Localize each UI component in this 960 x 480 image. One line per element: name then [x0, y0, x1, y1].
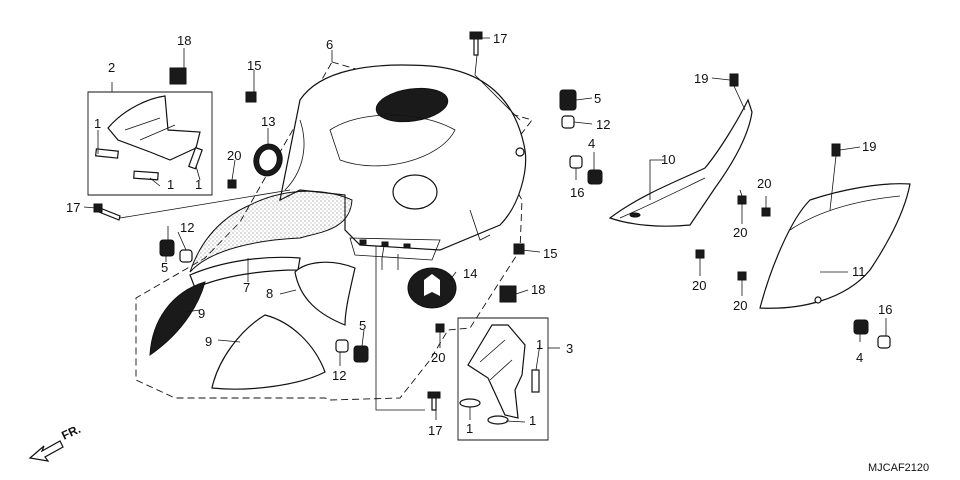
- callout-12: 12: [332, 368, 346, 383]
- knee-pad-left-part-9: [149, 281, 206, 356]
- callout-9: 9: [198, 306, 205, 321]
- callout-5: 5: [594, 91, 601, 106]
- callout-17: 17: [66, 200, 80, 215]
- callout-18: 18: [531, 282, 545, 297]
- knee-pad-part-9: [211, 314, 326, 390]
- callout-5: 5: [161, 260, 168, 275]
- callout-4: 4: [588, 136, 595, 151]
- callout-10: 10: [661, 152, 675, 167]
- bracket-part-3: [459, 324, 540, 425]
- callout-17: 17: [428, 423, 442, 438]
- side-panel-part-11: [759, 183, 911, 309]
- callout-20: 20: [431, 350, 445, 365]
- callout-1: 1: [529, 413, 536, 428]
- callout-13: 13: [261, 114, 275, 129]
- group-box-part-2: [87, 91, 213, 196]
- group-box-part-3: [457, 317, 549, 441]
- callout-20: 20: [757, 176, 771, 191]
- callout-1: 1: [167, 177, 174, 192]
- front-direction-label: FR.: [59, 422, 82, 443]
- grommet-part-13: [253, 143, 283, 177]
- callout-1: 1: [94, 116, 101, 131]
- callout-20: 20: [692, 278, 706, 293]
- callout-16: 16: [878, 302, 892, 317]
- callout-1: 1: [466, 421, 473, 436]
- drawing-code: MJCAF2120: [868, 462, 929, 474]
- callout-5: 5: [359, 318, 366, 333]
- callout-2: 2: [108, 60, 115, 75]
- callout-12: 12: [596, 117, 610, 132]
- side-cover-part-8: [294, 261, 356, 326]
- callout-20: 20: [733, 225, 747, 240]
- callout-15: 15: [247, 58, 261, 73]
- emblem-part-14: [407, 267, 457, 309]
- callout-16: 16: [570, 185, 584, 200]
- callouts: 2 18 6 17 15 13 1 20 1 1 17 12 5 7 8 9 9…: [66, 31, 892, 438]
- callout-14: 14: [463, 266, 477, 281]
- callout-4: 4: [856, 350, 863, 365]
- callout-11: 11: [852, 264, 866, 279]
- callout-18: 18: [177, 33, 191, 48]
- callout-17: 17: [493, 31, 507, 46]
- side-panel-part-10: [608, 98, 753, 227]
- callout-7: 7: [243, 280, 250, 295]
- hardware: [93, 31, 891, 411]
- callout-20: 20: [227, 148, 241, 163]
- bracket-part-2: [94, 95, 203, 181]
- callout-1: 1: [195, 177, 202, 192]
- callout-19: 19: [862, 139, 876, 154]
- callout-3: 3: [566, 341, 573, 356]
- callout-20: 20: [733, 298, 747, 313]
- leader-lines: [83, 37, 887, 423]
- callout-8: 8: [266, 286, 273, 301]
- front-direction-arrow-icon: [28, 440, 64, 462]
- callout-15: 15: [543, 246, 557, 261]
- tank-cover-part-6: [279, 64, 527, 261]
- callout-19: 19: [694, 71, 708, 86]
- callout-6: 6: [326, 37, 333, 52]
- inner-panel-part-7: [189, 190, 353, 273]
- callout-1: 1: [536, 337, 543, 352]
- callout-9: 9: [205, 334, 212, 349]
- callout-12: 12: [180, 220, 194, 235]
